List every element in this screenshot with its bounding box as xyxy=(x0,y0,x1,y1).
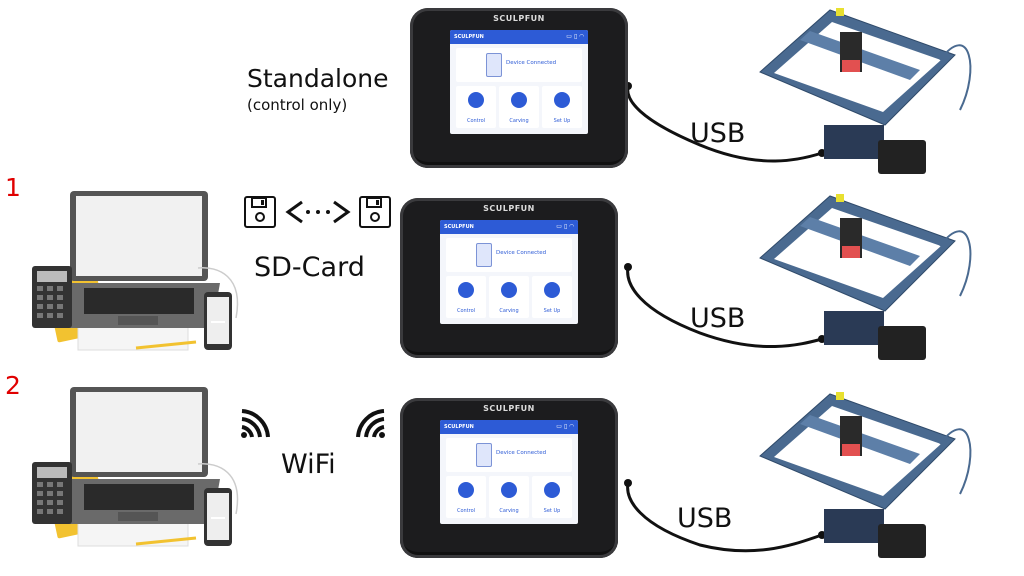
standalone-sublabel: (control only) xyxy=(247,96,348,114)
usb-plug-2 xyxy=(624,263,632,271)
sd-transfer-graphic xyxy=(244,196,391,228)
controller-box xyxy=(824,509,884,543)
device-status: Device Connected xyxy=(496,250,547,256)
laptop-icon xyxy=(58,191,220,328)
screen-title-bar: SCULPFUN▭ ▯ ◠ xyxy=(440,220,578,234)
screen-title-bar: SCULPFUN▭ ▯ ◠ xyxy=(440,420,578,434)
transfer-arrows-icon xyxy=(285,200,351,224)
setup-button: Set Up xyxy=(542,86,582,128)
power-supply xyxy=(878,140,926,174)
control-button: Control xyxy=(446,276,486,318)
gear-icon xyxy=(544,282,560,298)
wifi-signal-icon xyxy=(241,409,270,438)
tablet-brand: SCULPFUN xyxy=(483,404,535,413)
controller-tablet-1: SCULPFUN SCULPFUN▭ ▯ ◠ Device Connected … xyxy=(410,8,628,168)
carving-button: Carving xyxy=(499,86,539,128)
control-button: Control xyxy=(446,476,486,518)
row-number-1: 1 xyxy=(5,173,21,202)
folder-icon xyxy=(511,92,527,108)
screen-title-bar: SCULPFUN▭ ▯ ◠ xyxy=(450,30,588,44)
usb-cable-1 xyxy=(626,85,823,163)
laser-engraver-icon xyxy=(759,194,972,360)
laptop-setup-2 xyxy=(32,387,239,547)
floppy-disk-icon xyxy=(359,196,391,228)
controller-tablet-3: SCULPFUN SCULPFUN▭ ▯ ◠ Device Connected … xyxy=(400,398,618,558)
smartphone-icon xyxy=(204,292,232,350)
usb-cable-3 xyxy=(626,482,823,553)
controller-box xyxy=(824,125,884,159)
row-number-2: 2 xyxy=(5,371,21,400)
pencil xyxy=(135,340,197,350)
control-icon xyxy=(458,482,474,498)
file-icon xyxy=(476,243,492,267)
calculator-icon xyxy=(32,462,72,524)
gear-icon xyxy=(544,482,560,498)
controller-box xyxy=(824,311,884,345)
control-icon xyxy=(458,282,474,298)
wifi-signal-icon xyxy=(356,409,385,438)
wifi-label: WiFi xyxy=(281,449,336,480)
carving-button: Carving xyxy=(489,276,529,318)
tablet-screen: SCULPFUN▭ ▯ ◠ Device Connected Control C… xyxy=(440,420,578,524)
carving-button: Carving xyxy=(489,476,529,518)
folder-icon xyxy=(501,282,517,298)
power-supply xyxy=(878,326,926,360)
device-status-card: Device Connected xyxy=(456,48,582,82)
laptop-icon xyxy=(58,387,220,524)
pencil xyxy=(135,536,197,546)
file-icon xyxy=(476,443,492,467)
calculator-icon xyxy=(32,266,72,328)
smartphone-icon xyxy=(204,488,232,546)
usb-cable-2 xyxy=(626,266,823,348)
tablet-screen: SCULPFUN▭ ▯ ◠ Device Connected Control C… xyxy=(440,220,578,324)
laptop-setup-1 xyxy=(32,191,239,351)
usb-plug-3 xyxy=(624,479,632,487)
tablet-screen: SCULPFUN▭ ▯ ◠ Device Connected Control C… xyxy=(450,30,588,134)
tablet-brand: SCULPFUN xyxy=(483,204,535,213)
device-status-card: Device Connected xyxy=(446,238,572,272)
power-supply xyxy=(878,524,926,558)
folder-icon xyxy=(501,482,517,498)
file-icon xyxy=(486,53,502,77)
control-button: Control xyxy=(456,86,496,128)
floppy-disk-icon xyxy=(244,196,276,228)
usb-label-2: USB xyxy=(690,303,746,334)
laser-engraver-icon xyxy=(759,8,972,174)
device-status: Device Connected xyxy=(496,450,547,456)
gear-icon xyxy=(554,92,570,108)
standalone-label: Standalone xyxy=(247,64,389,93)
tablet-brand: SCULPFUN xyxy=(493,14,545,23)
setup-button: Set Up xyxy=(532,276,572,318)
controller-tablet-2: SCULPFUN SCULPFUN▭ ▯ ◠ Device Connected … xyxy=(400,198,618,358)
sd-card-label: SD-Card xyxy=(254,252,365,283)
setup-button: Set Up xyxy=(532,476,572,518)
control-icon xyxy=(468,92,484,108)
usb-label-3: USB xyxy=(677,503,733,534)
laser-engraver-icon xyxy=(759,392,972,558)
device-status: Device Connected xyxy=(506,60,557,66)
device-status-card: Device Connected xyxy=(446,438,572,472)
